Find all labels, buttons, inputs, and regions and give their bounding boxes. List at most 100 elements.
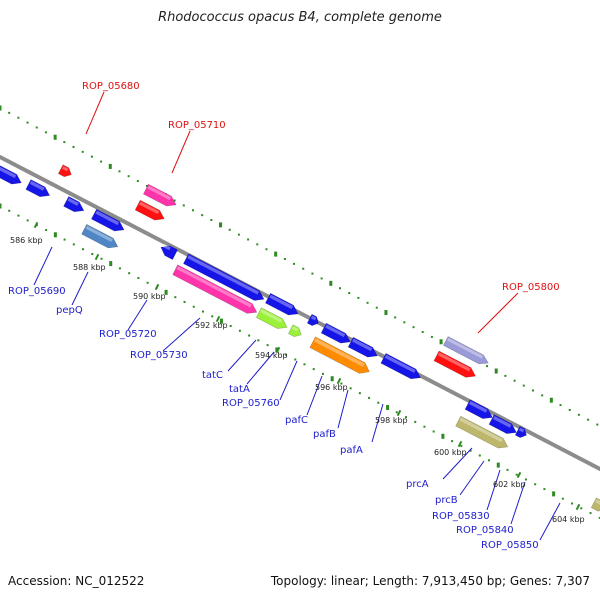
label-leader-line [33, 246, 53, 286]
bottom-track-dot [201, 310, 204, 313]
bottom-track-dot [53, 232, 57, 238]
bottom-track-dot [72, 243, 75, 246]
bottom-track-dot [17, 214, 20, 217]
gene-arrow [172, 264, 258, 314]
bottom-track-dot [488, 459, 491, 462]
bottom-track-dot [368, 396, 371, 399]
tick-label-586: 586 kbp [10, 236, 43, 245]
label-leader-line [162, 317, 201, 352]
label-leader-line [306, 375, 323, 416]
tick-label-596: 596 kbp [315, 383, 348, 392]
top-track-dot [274, 251, 278, 257]
bottom-track-dot [552, 491, 556, 497]
bottom-track-dot [211, 315, 214, 318]
top-track-dot [8, 111, 11, 114]
gene-arrow [81, 223, 119, 249]
genome-backbone [0, 155, 600, 471]
bottom-track-dot [524, 478, 527, 481]
bottom-track-dot [543, 488, 546, 491]
bottom-track-dot [229, 324, 232, 327]
top-track-dot [329, 280, 333, 286]
top-track-dot [237, 233, 240, 236]
gene-label-prca[interactable]: prcA [406, 479, 429, 490]
gene-label-rop05850[interactable]: ROP_05850 [481, 540, 539, 551]
gene-label-rop05730[interactable]: ROP_05730 [130, 350, 188, 361]
gene-arrow [464, 399, 493, 419]
label-leader-lines [33, 91, 561, 541]
top-track-dot [293, 262, 296, 265]
kbp-tick-mark [457, 440, 463, 448]
gene-arrow-highlight [162, 243, 171, 251]
genome-summary-text: Topology: linear; Length: 7,913,450 bp; … [270, 574, 590, 588]
bottom-track-dot [321, 372, 324, 375]
bottom-track-dot [238, 329, 241, 332]
top-track-dot [375, 306, 378, 309]
bottom-track-dot [330, 376, 334, 382]
gene-arrow-highlight [187, 255, 260, 295]
gene-label-rop05710[interactable]: ROP_05710 [168, 120, 226, 131]
gene-label-rop05830[interactable]: ROP_05830 [432, 511, 490, 522]
gene-arrow-body [90, 208, 125, 232]
top-track-dot [0, 105, 2, 111]
top-track-dot [53, 134, 57, 140]
top-track-dot [486, 365, 489, 368]
gene-arrow-body [380, 353, 422, 380]
gene-arrow-highlight [269, 294, 294, 310]
bottom-track-dot [451, 440, 454, 443]
gene-arrow-body [306, 313, 319, 326]
gene-arrow-highlight [95, 210, 120, 226]
gene-label-pafa[interactable]: pafA [340, 445, 363, 456]
gene-label-rop05760[interactable]: ROP_05760 [222, 398, 280, 409]
label-leader-line [246, 351, 275, 385]
gene-arrow-highlight [447, 337, 484, 359]
gene-arrow [442, 336, 489, 365]
bottom-track-dot [174, 296, 177, 299]
bottom-track-dot [534, 483, 537, 486]
bottom-track-dot [164, 289, 168, 295]
gene-arrow-highlight [147, 185, 172, 201]
bottom-track-dot [82, 248, 85, 251]
gene-label-rop05800[interactable]: ROP_05800 [502, 282, 560, 293]
bottom-track-dot [303, 363, 306, 366]
label-leader-line [171, 130, 191, 174]
bottom-track-dot [377, 401, 380, 404]
gene-label-pepq[interactable]: pepQ [56, 305, 83, 316]
bottom-track-dot [266, 344, 269, 347]
gene-arrow [590, 497, 600, 512]
gene-arrow-body [63, 196, 85, 213]
gene-label-rop05720[interactable]: ROP_05720 [99, 329, 157, 340]
kbp-tick-mark [275, 346, 281, 354]
gene-label-prcb[interactable]: prcB [435, 495, 458, 506]
gene-label-tatc[interactable]: tatC [202, 370, 223, 381]
gene-label-pafc[interactable]: pafC [285, 415, 308, 426]
top-track-dot [384, 310, 388, 316]
gene-arrow-highlight [325, 324, 346, 338]
bottom-track-dot [8, 209, 11, 212]
gene-label-rop05680[interactable]: ROP_05680 [82, 81, 140, 92]
gene-arrow [90, 208, 125, 232]
gene-label-pafb[interactable]: pafB [313, 429, 336, 440]
bottom-track-dot [432, 430, 435, 433]
gene-arrow-highlight [139, 201, 160, 215]
top-track-dot [173, 199, 176, 202]
gene-arrow-highlight [437, 352, 471, 372]
top-track-dot [421, 331, 424, 334]
top-track-dot [118, 170, 121, 173]
top-track-dot [338, 287, 341, 290]
gene-label-rop05690[interactable]: ROP_05690 [8, 286, 66, 297]
gene-arrow [57, 164, 72, 178]
top-track-dot [559, 404, 562, 407]
top-track-dot [430, 335, 433, 338]
bottom-track-dot [128, 272, 131, 275]
gene-label-tata[interactable]: tatA [229, 384, 250, 395]
gene-arrow-body [287, 324, 302, 338]
bottom-track-dot [248, 334, 251, 337]
gene-label-rop05840[interactable]: ROP_05840 [456, 525, 514, 536]
gene-arrow-highlight [260, 309, 283, 323]
top-track-dot [403, 321, 406, 324]
top-track-dot [577, 413, 580, 416]
top-track-dot [81, 150, 84, 153]
top-track-dot [596, 423, 599, 426]
bottom-track-dot [183, 300, 186, 303]
